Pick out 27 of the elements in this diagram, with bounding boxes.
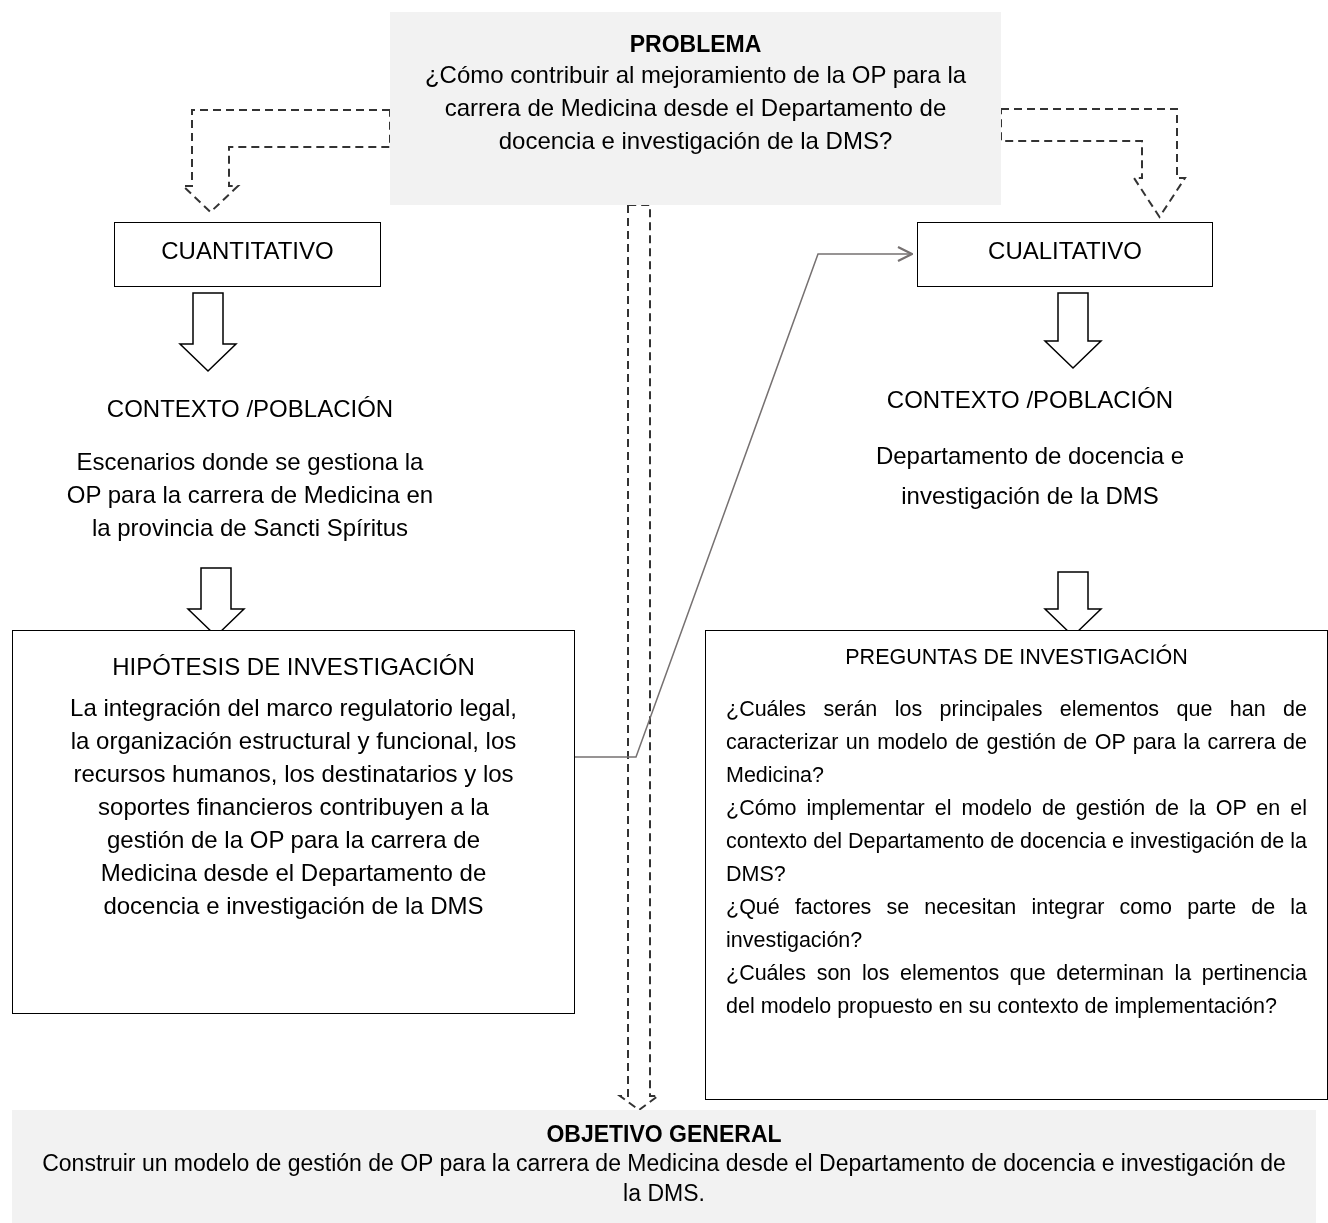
highlight-panel	[12, 1110, 1316, 1223]
hypothesis-text: La integración del marco regulatorio legal, la organización estructural y funcional, los recursos humanos, los destinatarios y los soportes financieros contribuyen a la gestión de la OP para la carrera de Medicina desde el Departamento de docencia e investigación de la DMS	[69, 693, 518, 921]
block-arrow	[1043, 292, 1103, 370]
heading: PROBLEMA	[628, 30, 763, 58]
process-box	[917, 222, 1213, 287]
section-heading: CONTEXTO /POBLACIÓN	[105, 394, 395, 423]
question-text: ¿Cuáles son los elementos que determinan la pertinencia del modelo propuesto en su contexto de implementación?	[725, 960, 1308, 1020]
arrow	[574, 245, 914, 758]
problem-text: ¿Cómo contribuir al mejoramiento de la OP para la carrera de Medicina desde el Departamento de docencia e investigación de la DMS?	[423, 60, 968, 156]
section-heading: CONTEXTO /POBLACIÓN	[885, 385, 1175, 414]
objective-text: Construir un modelo de gestión de OP para la carrera de Medicina desde el Departamento de docencia e investigación de la DMS.	[41, 1149, 1287, 1208]
process-box	[114, 222, 381, 287]
section-heading: HIPÓTESIS DE INVESTIGACIÓN	[111, 652, 476, 681]
section-heading: PREGUNTAS DE INVESTIGACIÓN	[844, 643, 1189, 671]
question-text: ¿Qué factores se necesitan integrar como parte de la investigación?	[725, 894, 1308, 954]
question-text: ¿Cuáles serán los principales elementos que han de caracterizar un modelo de gestión de OP para la carrera de Medicina?	[725, 696, 1308, 789]
box-label: CUANTITATIVO	[160, 236, 335, 265]
highlight-panel	[390, 12, 1001, 205]
heading: OBJETIVO GENERAL	[545, 1120, 783, 1148]
block-arrow	[178, 292, 238, 373]
context-text: Departamento de docencia e investigación de la DMS	[874, 441, 1186, 511]
question-text: ¿Cómo implementar el modelo de gestión de la OP en el contexto del Departamento de docencia e investigación de la DMS?	[725, 795, 1308, 888]
dashed-block-arrow	[1000, 108, 1187, 219]
process-box	[12, 630, 575, 1014]
process-box	[705, 630, 1328, 1100]
context-text: Escenarios donde se gestiona la OP para la carrera de Medicina en la provincia de Sancti Spíritus	[65, 447, 435, 543]
box-label: CUALITATIVO	[987, 236, 1143, 265]
